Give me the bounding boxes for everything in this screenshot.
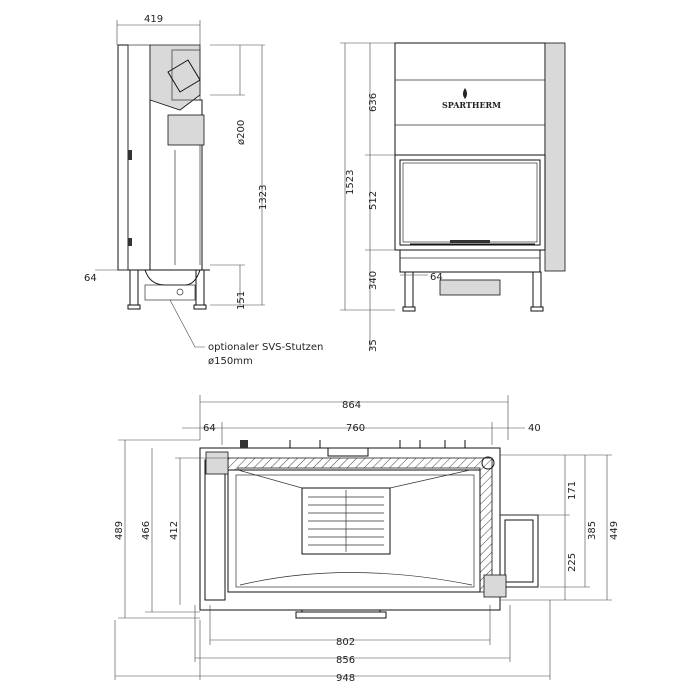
side-front-panel [117, 44, 129, 271]
front-view: SPARTHERM 1523 636 512 340 35 64 [340, 42, 566, 352]
dim-plan-width-bottom-outer: 948 [336, 673, 355, 684]
side-flue-connector [167, 59, 201, 93]
dim-front-height-lower: 340 [368, 271, 379, 290]
dim-plan-right-offset: 40 [528, 423, 541, 434]
dim-plan-depth-left-mid: 466 [141, 521, 152, 540]
dim-plan-left-offset: 64 [203, 423, 216, 434]
dim-front-side-offset: 64 [430, 272, 443, 283]
dim-side-height-total: 1323 [258, 185, 269, 210]
front-upper-panel [394, 42, 546, 156]
dim-plan-depth-left-outer: 489 [114, 521, 125, 540]
dim-front-height-window: 512 [368, 191, 379, 210]
grate-slots [308, 490, 384, 552]
plan-grate [301, 487, 391, 555]
spartherm-logo: SPARTHERM [442, 88, 501, 110]
dim-side-width-top: 419 [144, 14, 163, 25]
plan-view: 864 64 760 40 [114, 395, 620, 684]
dim-plan-width-bottom-inner: 802 [336, 637, 355, 648]
dim-plan-depth-right-upper: 171 [567, 481, 578, 500]
dim-plan-width-bottom-mid: 856 [336, 655, 355, 666]
dim-front-height-total: 1523 [345, 170, 356, 195]
plan-left-frame [204, 459, 226, 601]
side-flue-hood [149, 44, 201, 111]
plan-firebox [227, 469, 481, 593]
dim-plan-depth-right-mid: 385 [587, 521, 598, 540]
dim-plan-width-inner: 760 [346, 423, 365, 434]
dim-front-height-feet: 35 [368, 339, 379, 352]
dim-plan-depth-right-outer: 449 [609, 521, 620, 540]
side-view: 419 ø200 1323 151 64 [84, 14, 323, 367]
brand-text: SPARTHERM [442, 100, 501, 110]
side-note-line2: ø150mm [208, 356, 253, 367]
front-base [399, 249, 541, 273]
front-door [394, 154, 546, 251]
front-glass [399, 159, 541, 246]
dim-side-flue-diameter: ø200 [236, 120, 247, 145]
dim-plan-width-overall-top: 864 [342, 400, 361, 411]
dim-plan-depth-left-inner: 412 [169, 521, 180, 540]
dim-front-height-upper: 636 [368, 93, 379, 112]
dim-side-foot-offset: 64 [84, 273, 97, 284]
side-note-line1: optionaler SVS-Stutzen [208, 342, 323, 353]
dim-plan-depth-right-lower: 225 [567, 553, 578, 572]
front-air-inlet [439, 279, 501, 296]
dim-side-bottom-height: 151 [236, 291, 247, 310]
note-leader [169, 299, 205, 348]
plan-door-handle [295, 611, 387, 619]
front-side-panel [544, 42, 566, 272]
plan-top-ribs [289, 440, 466, 448]
side-feet [129, 270, 205, 305]
